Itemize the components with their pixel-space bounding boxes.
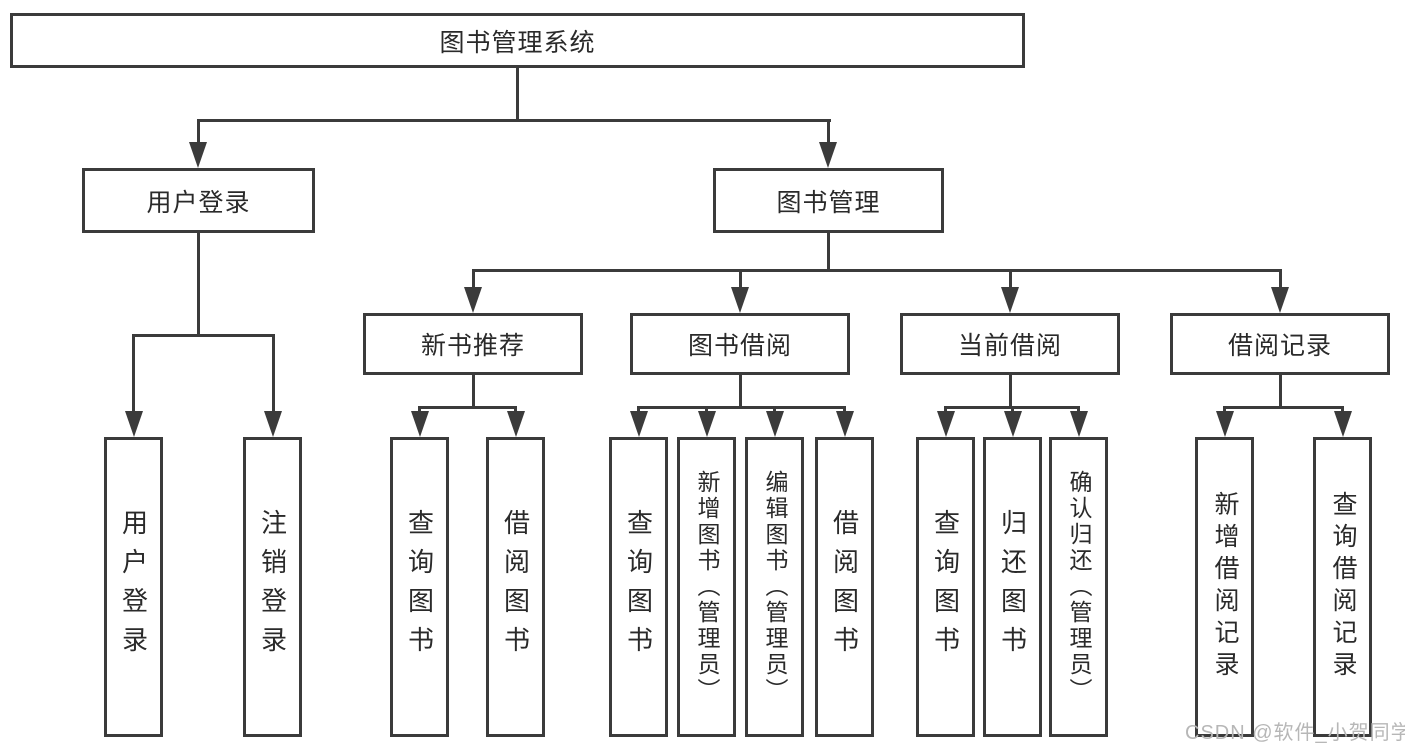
- connector-line: [132, 334, 135, 414]
- connector-line: [637, 406, 846, 409]
- leaf-label: 新增借阅记录: [1211, 491, 1239, 683]
- leaf-confirm-return-admin: 确认归还（管理员）: [1049, 437, 1108, 737]
- connector-line: [418, 406, 517, 409]
- node-label: 图书管理系统: [439, 28, 596, 57]
- leaf-label: 查询图书: [404, 509, 435, 665]
- connector-line: [827, 119, 830, 147]
- connector-line: [637, 406, 640, 415]
- leaf-borrow-books-recommend: 借阅图书: [486, 437, 545, 737]
- leaf-label: 编辑图书（管理员）: [762, 470, 788, 704]
- connector-line: [843, 406, 846, 415]
- connector-arrowhead: [819, 142, 837, 168]
- leaf-label: 借阅图书: [500, 509, 531, 665]
- connector-line: [472, 375, 475, 409]
- connector-line: [739, 375, 742, 409]
- leaf-add-books-admin: 新增图书（管理员）: [677, 437, 736, 737]
- leaf-label: 查询图书: [930, 509, 961, 665]
- node-library-management-system: 图书管理系统: [10, 13, 1025, 68]
- leaf-label: 用户登录: [118, 509, 149, 665]
- connector-arrowhead: [1334, 411, 1352, 437]
- connector-line: [1341, 406, 1344, 415]
- node-label: 借阅记录: [1227, 332, 1332, 360]
- connector-line: [739, 269, 742, 293]
- node-label: 图书管理: [776, 188, 881, 217]
- leaf-borrow-books: 借阅图书: [815, 437, 874, 737]
- connector-line: [418, 406, 421, 415]
- connector-line: [1223, 406, 1344, 409]
- connector-arrowhead: [698, 411, 716, 437]
- connector-arrowhead: [264, 411, 282, 437]
- connector-line: [1077, 406, 1080, 415]
- connector-arrowhead: [1070, 411, 1088, 437]
- connector-line: [705, 406, 708, 415]
- leaf-return-books: 归还图书: [983, 437, 1042, 737]
- connector-line: [197, 119, 200, 147]
- leaf-label: 借阅图书: [829, 509, 860, 665]
- connector-line: [827, 233, 830, 272]
- leaf-label: 注销登录: [257, 509, 288, 665]
- connector-arrowhead: [464, 287, 482, 313]
- connector-arrowhead: [189, 142, 207, 168]
- node-book-borrowing: 图书借阅: [630, 313, 850, 375]
- leaf-label: 确认归还（管理员）: [1066, 470, 1092, 704]
- csdn-watermark: CSDN @软件_小贺同学: [1185, 722, 1405, 744]
- connector-line: [944, 406, 947, 415]
- leaf-label: 查询图书: [623, 509, 654, 665]
- leaf-query-books-current: 查询图书: [916, 437, 975, 737]
- leaf-label: 归还图书: [997, 509, 1028, 665]
- leaf-query-books-borrow: 查询图书: [609, 437, 668, 737]
- connector-line: [514, 406, 517, 415]
- connector-line: [132, 334, 275, 337]
- leaf-add-borrow-record: 新增借阅记录: [1195, 437, 1254, 737]
- connector-arrowhead: [766, 411, 784, 437]
- leaf-user-login: 用户登录: [104, 437, 163, 737]
- connector-arrowhead: [125, 411, 143, 437]
- node-label: 新书推荐: [420, 332, 525, 360]
- connector-line: [1279, 269, 1282, 293]
- connector-arrowhead: [507, 411, 525, 437]
- node-current-borrowing: 当前借阅: [900, 313, 1120, 375]
- connector-line: [197, 119, 831, 122]
- connector-line: [1011, 406, 1014, 415]
- connector-arrowhead: [411, 411, 429, 437]
- node-label: 图书借阅: [687, 332, 792, 360]
- node-new-book-recommendation: 新书推荐: [363, 313, 583, 375]
- leaf-query-borrow-record: 查询借阅记录: [1313, 437, 1372, 737]
- connector-arrowhead: [1004, 411, 1022, 437]
- node-borrowing-records: 借阅记录: [1170, 313, 1390, 375]
- node-book-management: 图书管理: [713, 168, 944, 233]
- connector-arrowhead: [1001, 287, 1019, 313]
- connector-line: [1279, 375, 1282, 409]
- connector-arrowhead: [630, 411, 648, 437]
- connector-arrowhead: [937, 411, 955, 437]
- connector-arrowhead: [731, 287, 749, 313]
- leaf-label: 新增图书（管理员）: [694, 470, 720, 704]
- node-user-login: 用户登录: [82, 168, 315, 233]
- connector-line: [773, 406, 776, 415]
- node-label: 用户登录: [146, 188, 251, 217]
- connector-arrowhead: [836, 411, 854, 437]
- connector-arrowhead: [1271, 287, 1289, 313]
- connector-line: [197, 233, 200, 336]
- leaf-query-books-recommend: 查询图书: [390, 437, 449, 737]
- leaf-label: 查询借阅记录: [1329, 491, 1357, 683]
- connector-line: [472, 269, 1282, 272]
- connector-line: [1223, 406, 1226, 415]
- connector-line: [1009, 269, 1012, 293]
- node-label: 当前借阅: [957, 332, 1062, 360]
- leaf-edit-books-admin: 编辑图书（管理员）: [745, 437, 804, 737]
- connector-line: [1009, 375, 1012, 409]
- connector-line: [472, 269, 475, 293]
- connector-line: [516, 68, 519, 121]
- connector-arrowhead: [1216, 411, 1234, 437]
- leaf-logout: 注销登录: [243, 437, 302, 737]
- connector-line: [272, 334, 275, 414]
